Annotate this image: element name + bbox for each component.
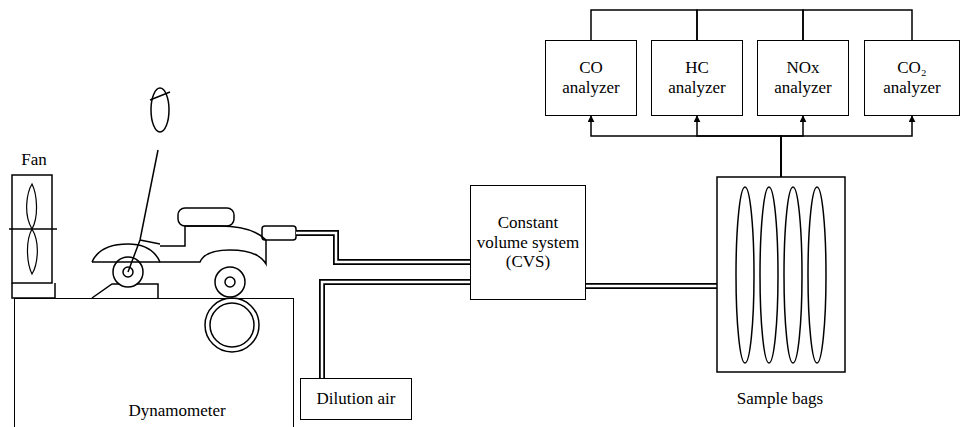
- analyzer-box: HC analyzer: [651, 40, 743, 116]
- fan-axle: [9, 228, 57, 230]
- seat: [178, 208, 234, 226]
- analyzer-box: CO analyzer: [545, 40, 637, 116]
- sample-bag: [808, 187, 826, 363]
- analyzer-box: NOx analyzer: [757, 40, 849, 116]
- node-label: Sample bags: [737, 389, 823, 409]
- pipe-bore: [322, 282, 470, 378]
- gas-pipe: [586, 286, 717, 287]
- floorboard: [92, 261, 160, 263]
- bag-housing: [717, 177, 845, 372]
- node-label: CO analyzer: [550, 58, 632, 97]
- rear-hub: [225, 277, 235, 287]
- rear-wheel: [215, 267, 245, 297]
- node-label: NOx analyzer: [762, 58, 844, 97]
- scooter: [92, 88, 296, 352]
- signal-line: [591, 116, 781, 177]
- bag-label-holder: Sample bags: [737, 389, 823, 409]
- signal-line: [781, 116, 912, 177]
- node-label: HC analyzer: [656, 58, 738, 97]
- mirror: [150, 92, 170, 100]
- connector-line: [781, 116, 803, 177]
- sample-bag: [784, 187, 802, 363]
- connector-line: [803, 10, 912, 40]
- dynamometer-box: Dynamometer: [14, 298, 294, 427]
- signal-line: [591, 10, 697, 40]
- node-label: Constant volume system (CVS): [475, 213, 581, 272]
- connector-line: [781, 116, 912, 177]
- signal-line: [697, 10, 803, 40]
- connector-line: [697, 116, 781, 177]
- node-label: Dilution air: [317, 389, 396, 409]
- signal-line: [803, 10, 912, 40]
- fan-blades: [27, 184, 38, 274]
- scooter-body: [92, 226, 266, 264]
- connector-line: [591, 10, 697, 40]
- node-label: Dynamometer: [61, 401, 293, 421]
- fan-unit: Fan: [8, 150, 60, 300]
- connector-line: [697, 10, 803, 40]
- gas-pipe: [322, 282, 470, 378]
- muffler: [262, 226, 296, 240]
- pipe-wall: [322, 282, 470, 378]
- node-label: Fan: [21, 150, 47, 170]
- sample-bag: [736, 187, 754, 363]
- dyno-roller-inner: [210, 303, 254, 347]
- dilution-air-box: Dilution air: [300, 378, 412, 420]
- connector-line: [591, 116, 781, 177]
- exhaust-pipe-bore: [296, 233, 471, 262]
- fan-drawing: [9, 174, 59, 299]
- signal-line: [697, 116, 781, 177]
- bag-drawing: [705, 175, 855, 375]
- fan-stand: [12, 283, 55, 298]
- pipe-bore: [586, 285, 717, 288]
- steering-column: [128, 150, 158, 272]
- leg-shield: [140, 240, 160, 244]
- analyzer-box: CO₂ analyzer: [864, 40, 960, 116]
- dyno-roller: [205, 298, 259, 352]
- cvs-box: Constant volume system (CVS): [470, 185, 586, 300]
- node-label: CO₂ analyzer: [869, 58, 955, 97]
- handlebar: [151, 88, 169, 132]
- sample-bags: Sample bags: [705, 175, 855, 420]
- sample-bag: [760, 187, 778, 363]
- pipe-wall: [586, 283, 717, 289]
- exhaust-pipe: [296, 233, 470, 262]
- signal-line: [781, 116, 803, 177]
